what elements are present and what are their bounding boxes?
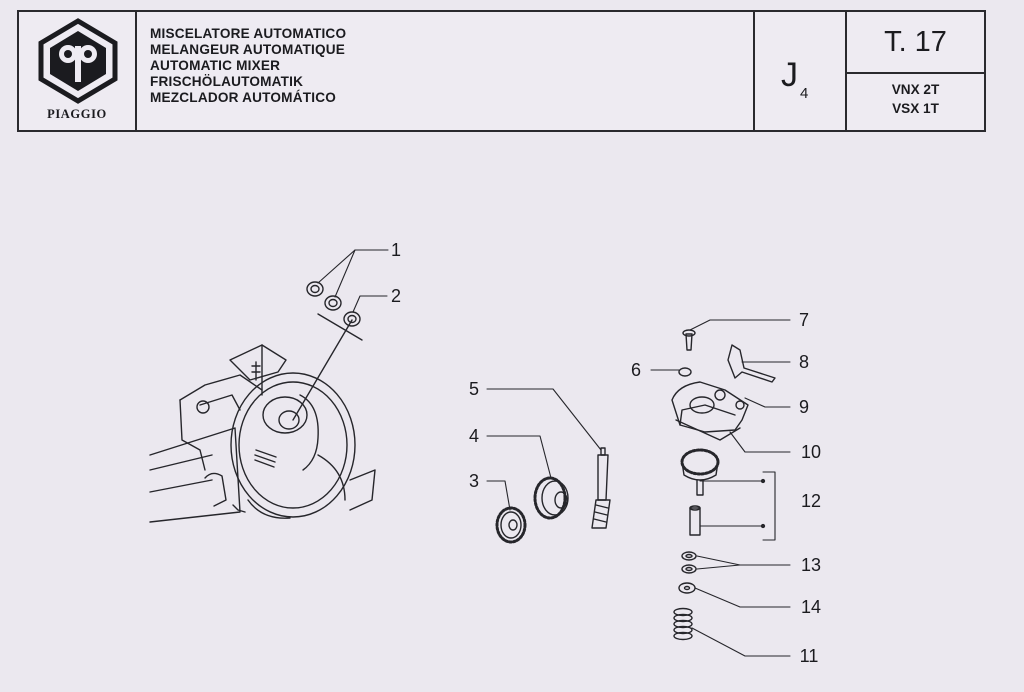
model-vsx: VSX 1T [892,101,939,116]
title-en: AUTOMATIC MIXER [150,58,281,73]
gear-3-drawing [495,506,527,544]
brand-wordmark: PIAGGIO [47,107,107,121]
reference-cell: T. 17 VNX 2T VSX 1T [847,12,984,130]
title-cell: MISCELATORE AUTOMATICO MELANGEUR AUTOMAT… [137,12,755,130]
callout-11: 11 [799,646,819,666]
model-vnx: VNX 2T [891,82,940,97]
gear-4-drawing [533,476,569,520]
shaft-5-drawing [591,447,611,529]
callout-6: 6 [630,360,641,380]
table-number: T. 17 [847,12,984,74]
title-de: FRISCHÖLAUTOMATIK [150,74,304,89]
callout-8: 8 [798,352,809,372]
callout-5: 5 [468,379,479,399]
callout-2: 2 [390,286,401,306]
callout-3: 3 [468,471,479,491]
title-block: PIAGGIO MISCELATORE AUTOMATICO MELANGEUR… [17,10,986,132]
group-letter: J [781,56,798,94]
callout-12: 12 [800,491,822,511]
group-subscript: 4 [800,85,809,102]
pump-drawing [671,329,776,441]
crankcase-drawing [149,344,376,523]
callout-1: 1 [390,240,401,260]
callout-4: 4 [468,426,479,446]
callout-14: 14 [800,597,822,617]
leader-lines [317,249,791,657]
title-es: MEZCLADOR AUTOMÁTICO [150,90,336,105]
gear-12-drawing [680,448,720,536]
title-list: MISCELATORE AUTOMATICO MELANGEUR AUTOMAT… [150,26,346,106]
callout-9: 9 [798,397,809,417]
title-it: MISCELATORE AUTOMATICO [150,26,347,41]
callout-7: 7 [798,310,809,330]
title-fr: MELANGEUR AUTOMATIQUE [150,42,346,57]
piaggio-logo-icon [38,18,118,104]
logo-cell: PIAGGIO [19,12,137,130]
washers-drawing [292,281,363,421]
rings-drawing [678,551,697,594]
callout-10: 10 [800,442,822,462]
spring-11-drawing [673,607,693,641]
model-list: VNX 2T VSX 1T [847,80,984,118]
callout-13: 13 [800,555,822,575]
